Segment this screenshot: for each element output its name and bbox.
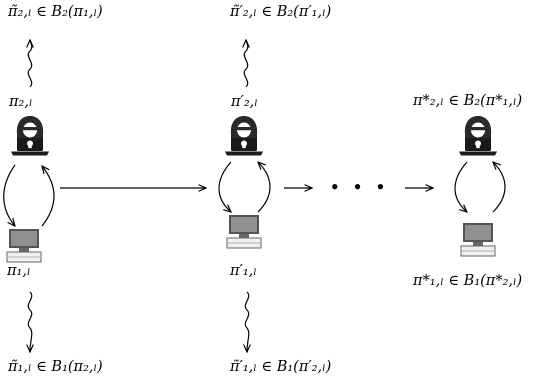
ellipsis-dots: • • • [330,178,390,196]
stage1-loop-down [3,164,15,226]
stage3-loop-up [493,162,506,213]
stage2-top-label: π̃′₂,ₗ ∈ B₂(π′₁,ₗ) [230,4,332,20]
stage1-bottom-squiggle [28,291,32,352]
stage1-machine-label: π₁,ₗ [7,263,31,279]
stage2-loop-up [258,162,271,213]
stage1-attacker-icon [11,116,49,156]
stage3-computer-icon [460,222,496,257]
stage2-attacker-icon [225,116,263,156]
stage1-loop-up [42,166,55,227]
stage2-bottom-squiggle [245,291,249,352]
stage2-attacker-label: π′₂,ₗ [231,94,258,110]
stage3-attacker-label: π*₂,ₗ ∈ B₂(π*₁,ₗ) [413,93,523,109]
stage3-machine-label: π*₁,ₗ ∈ B₁(π*₂,ₗ) [413,273,523,289]
stage2-top-squiggle [244,40,248,88]
stage2-bottom-label: π̃′₁,ₗ ∈ B₁(π′₂,ₗ) [230,359,332,375]
stage1-attacker-label: π₂,ₗ [9,94,33,110]
stage3-loop-down [454,161,467,212]
stage1-computer-icon [6,228,42,263]
stage2-computer-icon [226,214,262,249]
stage1-bottom-label: π̃₁,ₗ ∈ B₁(π₂,ₗ) [8,359,103,375]
stage1-top-label: π̃₂,ₗ ∈ B₂(π₁,ₗ) [8,4,103,20]
stage1-top-squiggle [28,40,32,88]
stage3-attacker-icon [459,116,497,156]
stage2-machine-label: π′₁,ₗ [230,263,257,279]
stage2-loop-down [218,161,231,212]
